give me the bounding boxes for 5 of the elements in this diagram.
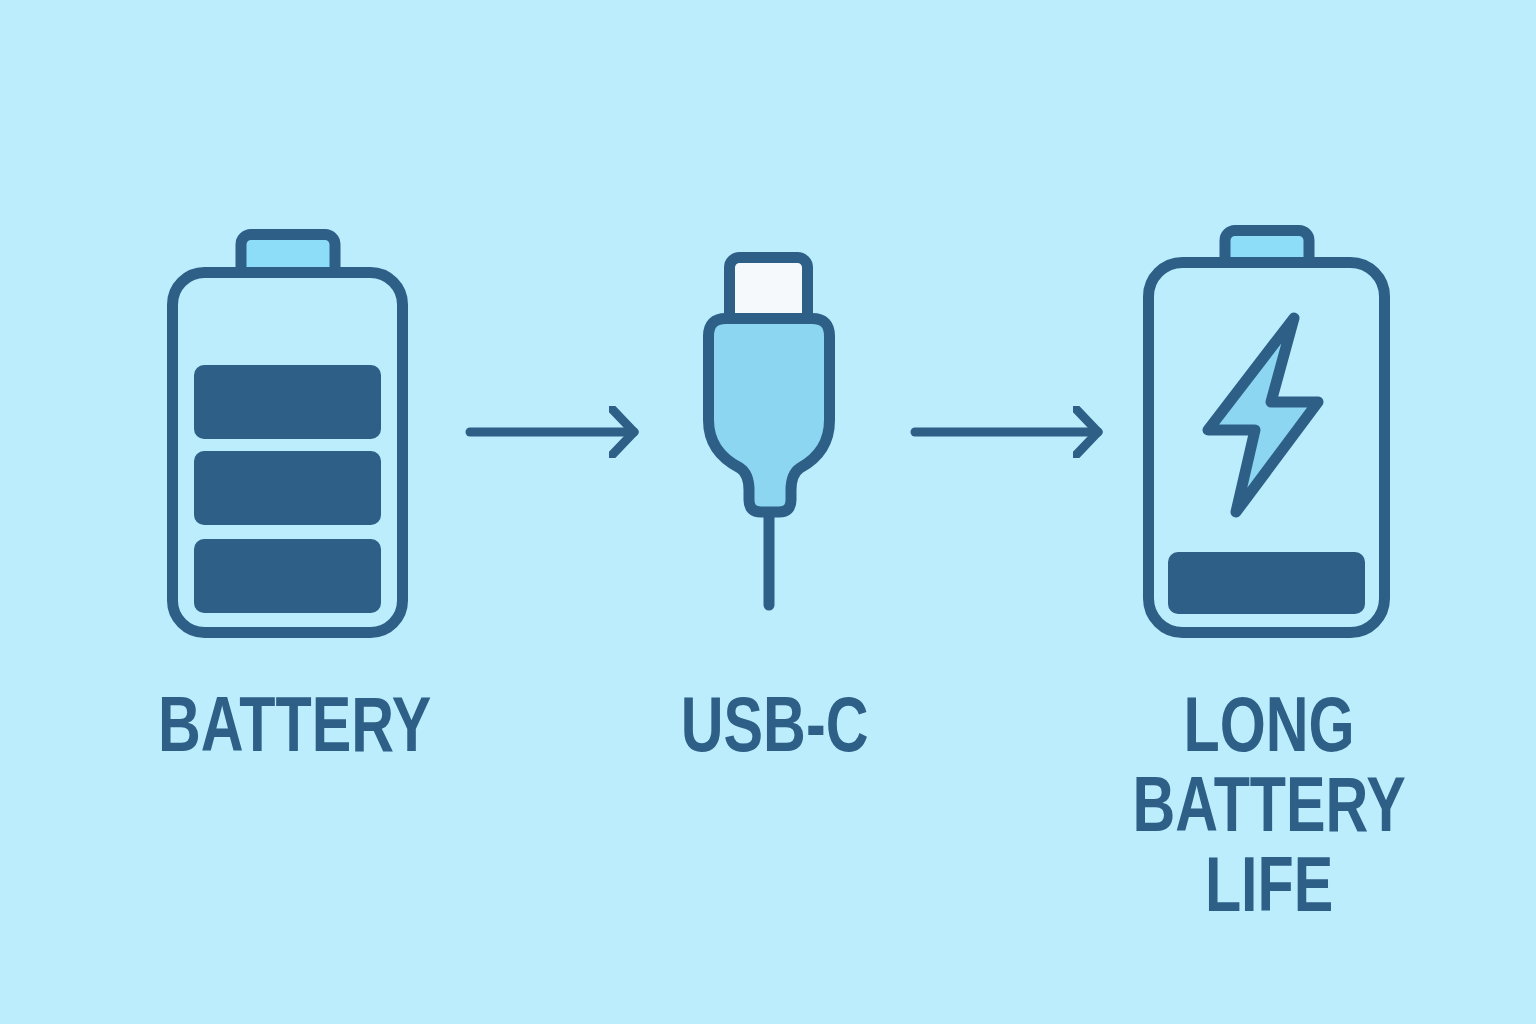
arrow xyxy=(465,404,639,460)
node-label: USB-C xyxy=(680,684,870,764)
arrow xyxy=(910,404,1103,460)
node-label: LONG BATTERY LIFE xyxy=(1131,684,1407,924)
node-label: BATTERY xyxy=(157,684,433,764)
